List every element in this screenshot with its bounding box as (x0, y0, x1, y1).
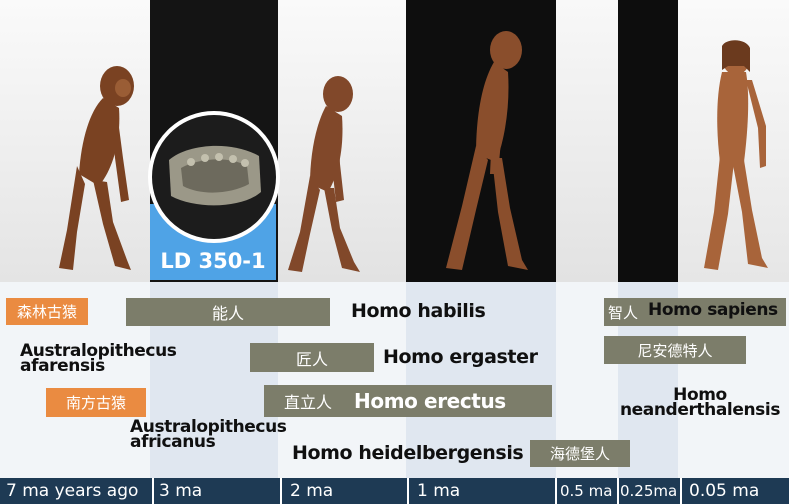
hominin-figure-1 (55, 62, 150, 280)
homo-sapiens-cn: 智人 (608, 302, 638, 323)
species-bar-australopithecus: 南方古猿 (46, 388, 146, 417)
species-label-homo-heidelbergensis: Homo heidelbergensis (292, 442, 523, 464)
species-bar-homo-erectus: 直立人 Homo erectus (264, 385, 552, 417)
species-bar-neanderthal: 尼安德特人 (604, 336, 746, 364)
photo-band-6 (618, 0, 678, 282)
species-label-au-africanus: Australopithecus africanus (130, 420, 287, 450)
timeline-tick-2ma: 2 ma (280, 478, 333, 504)
fossil-jaw-image (147, 110, 281, 244)
species-bar-homo-habilis: 能人 (126, 298, 330, 326)
species-label-homo-habilis: Homo habilis (351, 300, 485, 322)
species-label-au-afarensis: Australopithecus afarensis (20, 344, 177, 374)
species-bar-homo-heidelbergensis: 海德堡人 (530, 440, 630, 467)
timeline-tick-7ma: 7 ma years ago (6, 478, 138, 504)
au-africanus-line2: africanus (130, 435, 287, 450)
timeline-tick-025ma: 0.25ma (617, 478, 677, 504)
timeline-tick-05ma: 0.5 ma (555, 478, 612, 504)
photo-band-5 (556, 0, 618, 282)
timeline-tick-3ma: 3 ma (152, 478, 202, 504)
timeline-tick-005ma: 0.05 ma (680, 478, 759, 504)
hominin-figure-4 (686, 36, 778, 280)
homo-erectus-en: Homo erectus (354, 389, 506, 413)
species-label-homo-sapiens: Homo sapiens (648, 300, 778, 320)
hominin-figure-3 (432, 26, 542, 280)
species-label-neanderthal: Homo neanderthalensis (612, 388, 788, 418)
neanderthal-line2: neanderthalensis (612, 403, 788, 418)
au-afarensis-line2: afarensis (20, 359, 177, 374)
species-bar-homo-ergaster: 匠人 (250, 343, 374, 372)
species-label-homo-ergaster: Homo ergaster (383, 346, 538, 368)
hominin-figure-2 (280, 72, 370, 280)
timeline-tick-1ma: 1 ma (407, 478, 460, 504)
species-bar-dryopithecus: 森林古猿 (6, 298, 88, 325)
homo-erectus-cn: 直立人 (284, 389, 332, 413)
fossil-label: LD 350-1 (150, 246, 276, 276)
